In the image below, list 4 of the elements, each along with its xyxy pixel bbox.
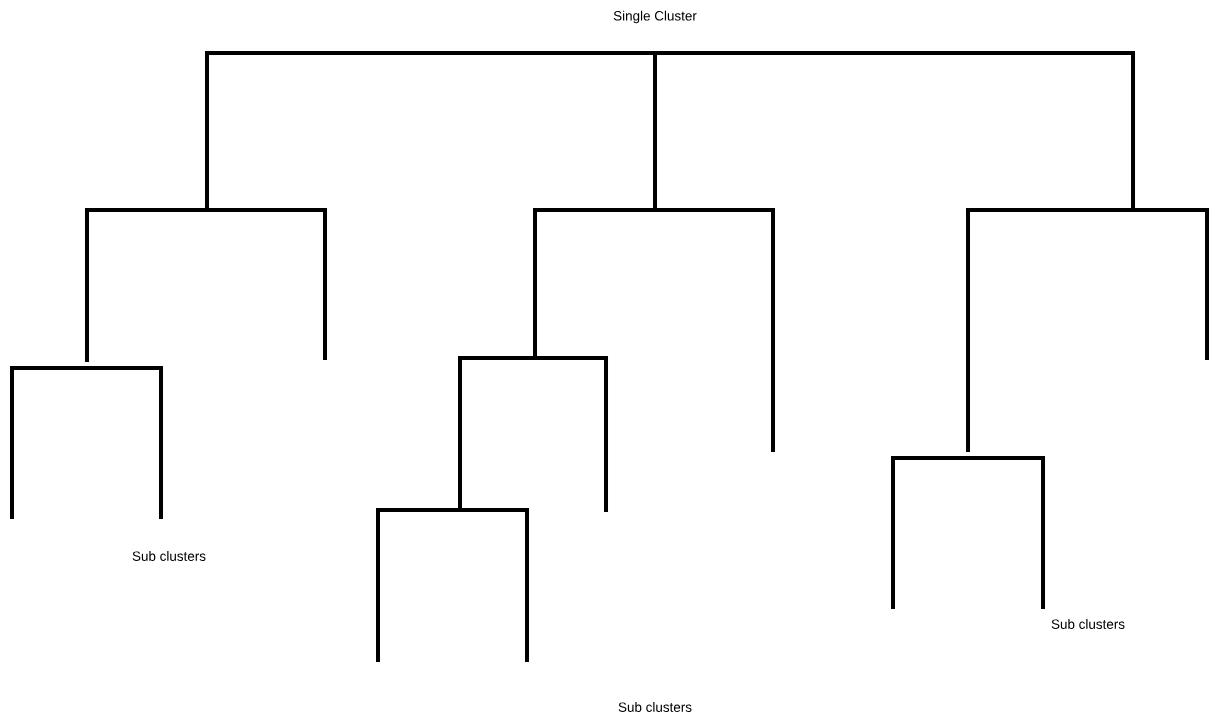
cluster-label: Sub clusters [132, 551, 206, 561]
cluster-label: Single Cluster [613, 10, 697, 24]
cluster-label: Sub clusters [1051, 619, 1125, 629]
cluster-label: Sub clusters [618, 702, 692, 712]
